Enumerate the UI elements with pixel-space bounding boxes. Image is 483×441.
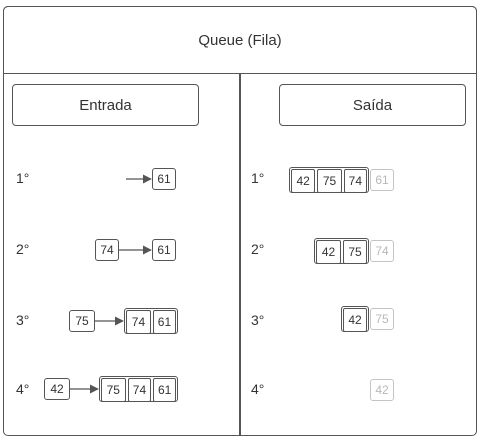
saida-2-removed-node: 74 [370, 240, 394, 262]
saida-1-queue-node: 75 [317, 169, 342, 193]
saida-step-label-1: 1° [251, 170, 265, 186]
entrada-4-new-node: 42 [44, 378, 70, 400]
saida-3-queue: 42 [341, 306, 369, 332]
saida-4-removed-node: 42 [370, 379, 394, 401]
entrada-step-label-1: 1° [16, 170, 30, 186]
entrada-4-queue: 75 74 61 [99, 376, 178, 402]
saida-3-queue-node: 42 [343, 308, 367, 332]
entrada-3-queue-node: 61 [152, 310, 176, 334]
entrada-4-queue-node: 75 [101, 378, 126, 402]
saida-2-queue-node: 42 [316, 240, 341, 264]
entrada-2-new-node: 74 [95, 239, 119, 261]
entrada-3-queue-node: 74 [126, 310, 151, 334]
saida-step-label-3: 3° [251, 312, 265, 328]
entrada-2-queue-node: 61 [152, 239, 176, 261]
saida-1-queue-node: 74 [343, 169, 368, 193]
saida-step-label-2: 2° [251, 241, 265, 257]
saida-3-removed-node: 75 [370, 308, 394, 330]
saida-1-queue: 42 75 74 [289, 167, 369, 193]
saida-1-removed-node: 61 [370, 169, 394, 191]
entrada-4-queue-node: 74 [127, 378, 152, 402]
saida-1-queue-node: 42 [291, 169, 316, 193]
saida-column-title: Saída [279, 84, 466, 126]
saida-step-label-4: 4° [251, 381, 265, 397]
entrada-column-title: Entrada [12, 84, 199, 126]
entrada-1-queue-node: 61 [152, 168, 176, 190]
saida-2-queue: 42 75 [314, 238, 369, 264]
entrada-4-queue-node: 61 [153, 378, 176, 402]
entrada-step-label-4: 4° [16, 381, 30, 397]
entrada-step-label-2: 2° [16, 241, 30, 257]
entrada-3-new-node: 75 [69, 310, 95, 332]
entrada-3-queue: 74 61 [124, 308, 178, 334]
column-divider [239, 73, 241, 435]
entrada-step-label-3: 3° [16, 312, 30, 328]
saida-2-queue-node: 75 [343, 240, 367, 264]
